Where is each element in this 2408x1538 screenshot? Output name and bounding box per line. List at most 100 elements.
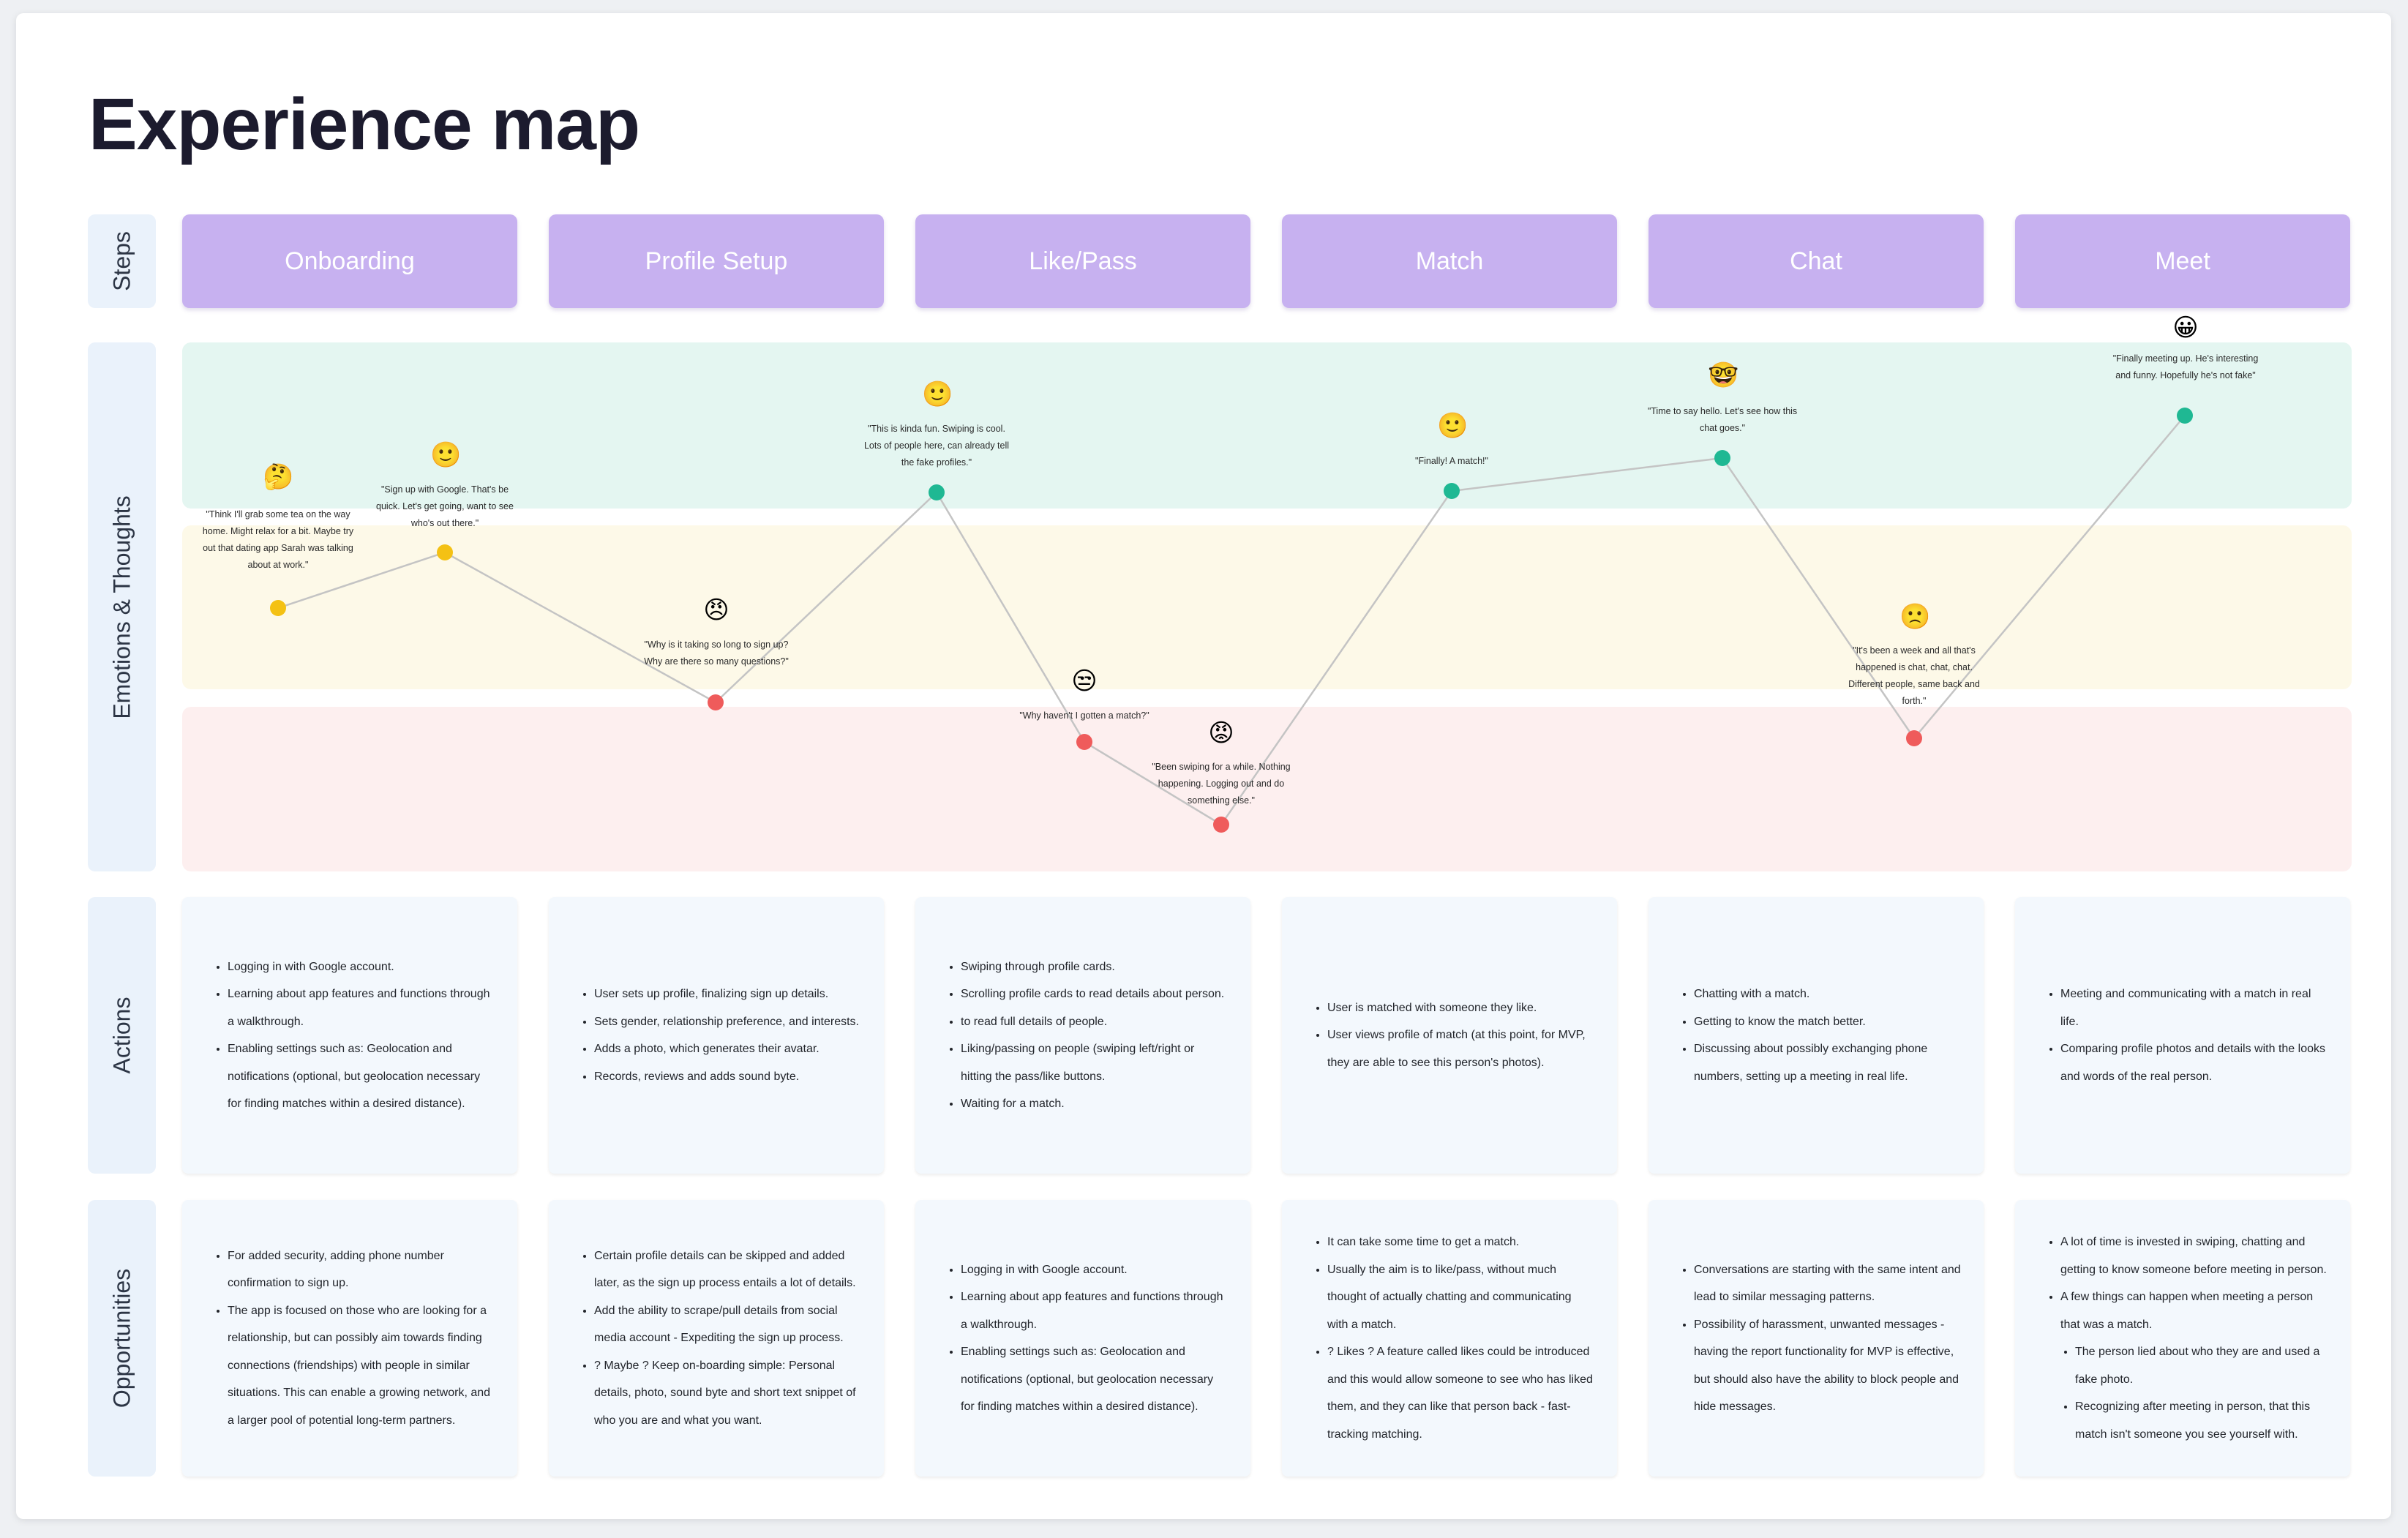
emotion-face-icon: 🙁	[1899, 602, 1931, 631]
emotion-band-negative	[182, 707, 2352, 871]
emotion-point[interactable]	[1444, 483, 1460, 499]
bullet-item: User sets up profile, finalizing sign up…	[594, 980, 859, 1008]
row-label-emotions: Emotions & Thoughts	[88, 342, 156, 871]
bullet-item: A few things can happen when meeting a p…	[2060, 1283, 2328, 1338]
bullet-item: ? Maybe ? Keep on-boarding simple: Perso…	[594, 1352, 862, 1435]
step-meet[interactable]: Meet	[2015, 214, 2350, 308]
bullet-item: It can take some time to get a match.	[1327, 1228, 1595, 1256]
emotion-face-icon: 🤓	[1708, 361, 1739, 390]
bullet-item: Usually the aim is to like/pass, without…	[1327, 1256, 1595, 1339]
step-like-pass[interactable]: Like/Pass	[915, 214, 1250, 308]
thought-text: "Sign up with Google. That's be quick. L…	[376, 484, 514, 528]
bullet-item: For added security, adding phone number …	[228, 1242, 495, 1297]
bullet-item: Meeting and communicating with a match i…	[2060, 980, 2328, 1035]
emotion-face-icon: 🙂	[1437, 411, 1469, 440]
opportunities-list: Certain profile details can be skipped a…	[549, 1242, 884, 1435]
emotion-face-icon: 😒	[1071, 667, 1098, 696]
emotion-face-icon: 🙂	[430, 440, 462, 470]
opportunities-card-meet: A lot of time is invested in swiping, ch…	[2015, 1200, 2350, 1477]
emotion-face-icon: 😡	[1208, 719, 1234, 748]
actions-list: User sets up profile, finalizing sign up…	[549, 980, 881, 1090]
actions-list: Chatting with a match.Getting to know th…	[1649, 980, 1984, 1090]
actions-card-profile-setup: User sets up profile, finalizing sign up…	[549, 897, 884, 1174]
bullet-item: A lot of time is invested in swiping, ch…	[2060, 1228, 2328, 1283]
bullet-item: Recognizing after meeting in person, tha…	[2075, 1393, 2328, 1448]
opportunities-list: Logging in with Google account.Learning …	[915, 1256, 1250, 1421]
bullet-item: Scrolling profile cards to read details …	[961, 980, 1229, 1008]
step-chat[interactable]: Chat	[1649, 214, 1984, 308]
row-label-opportunities: Opportunities	[88, 1200, 156, 1477]
bullet-item: Swiping through profile cards.	[961, 953, 1229, 981]
emotion-face-icon: 🤔	[263, 462, 294, 492]
page-title: Experience map	[89, 83, 640, 165]
bullet-item: Chatting with a match.	[1694, 980, 1962, 1008]
emotion-curve	[270, 408, 2193, 833]
bullet-item: Records, reviews and adds sound byte.	[594, 1063, 859, 1091]
actions-card-chat: Chatting with a match.Getting to know th…	[1649, 897, 1984, 1174]
step-onboarding[interactable]: Onboarding	[182, 214, 517, 308]
bullet-item: Add the ability to scrape/pull details f…	[594, 1297, 862, 1352]
emotion-point[interactable]	[929, 484, 945, 500]
bullet-item: Logging in with Google account.	[228, 953, 495, 981]
actions-card-meet: Meeting and communicating with a match i…	[2015, 897, 2350, 1174]
bullet-item: Learning about app features and function…	[228, 980, 495, 1035]
actions-list: Logging in with Google account.Learning …	[182, 953, 517, 1118]
opportunities-card-like-pass: Logging in with Google account.Learning …	[915, 1200, 1250, 1477]
thought-text: "Why is it taking so long to sign up? Wh…	[644, 639, 789, 667]
bullet-item: Waiting for a match.	[961, 1090, 1229, 1118]
thought-text: "Been swiping for a while. Nothing happe…	[1152, 762, 1291, 806]
bullet-item: User views profile of match (at this poi…	[1327, 1021, 1595, 1076]
emotion-point[interactable]	[270, 600, 286, 616]
bullet-item: Logging in with Google account.	[961, 1256, 1229, 1284]
bullet-item: Conversations are starting with the same…	[1694, 1256, 1962, 1311]
bullet-item: Comparing profile photos and details wit…	[2060, 1035, 2328, 1090]
opportunities-card-profile-setup: Certain profile details can be skipped a…	[549, 1200, 884, 1477]
opportunities-list: For added security, adding phone number …	[182, 1242, 517, 1435]
emotion-point[interactable]	[437, 544, 453, 560]
actions-card-onboarding: Logging in with Google account.Learning …	[182, 897, 517, 1174]
bullet-item: Possibility of harassment, unwanted mess…	[1694, 1311, 1962, 1421]
thought-text: "Think I'll grab some tea on the way hom…	[202, 509, 354, 570]
actions-card-like-pass: Swiping through profile cards.Scrolling …	[915, 897, 1250, 1174]
bullet-item: ? Likes ? A feature called likes could b…	[1327, 1338, 1595, 1448]
opportunities-list: Conversations are starting with the same…	[1649, 1256, 1984, 1421]
thought-text: "Why haven't I gotten a match?"	[1019, 710, 1149, 721]
bullet-item: Sets gender, relationship preference, an…	[594, 1008, 859, 1036]
actions-list: User is matched with someone they like.U…	[1282, 994, 1617, 1077]
bullet-item: to read full details of people.	[961, 1008, 1229, 1036]
thought-text: "This is kinda fun. Swiping is cool. Lot…	[863, 424, 1010, 468]
bullet-item: Certain profile details can be skipped a…	[594, 1242, 862, 1297]
bullet-item: Discussing about possibly exchanging pho…	[1694, 1035, 1962, 1090]
actions-list: Swiping through profile cards.Scrolling …	[915, 953, 1250, 1118]
bullet-item: The app is focused on those who are look…	[228, 1297, 495, 1435]
emotion-point[interactable]	[1906, 730, 1922, 746]
experience-map-board: Experience map Steps Emotions & Thoughts…	[16, 13, 2391, 1519]
emotion-face-icon: 🙂	[922, 380, 953, 409]
bullet-item: The person lied about who they are and u…	[2075, 1338, 2328, 1393]
opportunities-card-onboarding: For added security, adding phone number …	[182, 1200, 517, 1477]
bullet-item: User is matched with someone they like.	[1327, 994, 1595, 1022]
step-profile-setup[interactable]: Profile Setup	[549, 214, 884, 308]
bullet-item: Enabling settings such as: Geolocation a…	[228, 1035, 495, 1118]
bullet-item: Learning about app features and function…	[961, 1283, 1229, 1338]
emotion-face-icon: 😠	[703, 596, 729, 625]
emotion-band-positive	[182, 342, 2352, 509]
opportunities-list: A lot of time is invested in swiping, ch…	[2015, 1228, 2350, 1448]
emotion-point[interactable]	[708, 694, 724, 710]
emotion-point[interactable]	[2177, 408, 2193, 424]
emotion-point[interactable]	[1076, 734, 1092, 750]
opportunities-card-chat: Conversations are starting with the same…	[1649, 1200, 1984, 1477]
opportunities-card-match: It can take some time to get a match.Usu…	[1282, 1200, 1617, 1477]
opportunities-list: It can take some time to get a match.Usu…	[1282, 1228, 1617, 1448]
bullet-item: Enabling settings such as: Geolocation a…	[961, 1338, 1229, 1421]
row-label-steps: Steps	[88, 214, 156, 308]
emotion-point[interactable]	[1714, 450, 1730, 466]
bullet-item: Liking/passing on people (swiping left/r…	[961, 1035, 1229, 1090]
thought-text: "Finally meeting up. He's interesting an…	[2112, 353, 2259, 380]
emotion-face-icon: 😀	[2172, 313, 2199, 342]
emotion-point[interactable]	[1213, 817, 1229, 833]
row-label-actions: Actions	[88, 897, 156, 1174]
step-match[interactable]: Match	[1282, 214, 1617, 308]
thought-text: "Finally! A match!"	[1415, 456, 1488, 466]
thought-text: "Time to say hello. Let's see how this c…	[1647, 406, 1798, 433]
